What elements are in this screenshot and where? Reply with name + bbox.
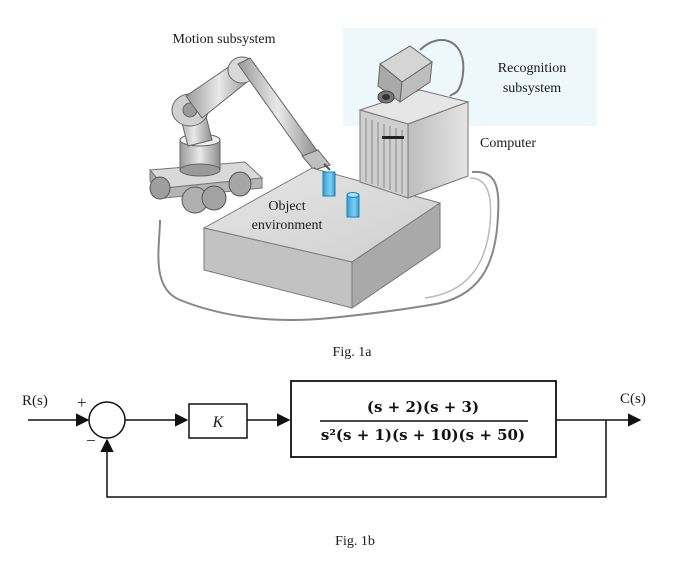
object-block-2 <box>346 194 360 218</box>
fig1b-block-diagram: R(s) + − K (s + 2)(s + 3) s²(s + 1)(s + … <box>22 380 646 549</box>
fig1b-caption: Fig. 1b <box>335 534 375 549</box>
object-block-1 <box>322 171 336 197</box>
camera <box>377 45 433 104</box>
fig1a-illustration: Motion subsystem Recognition subsystem C… <box>149 28 597 360</box>
gain-label: K <box>212 414 225 431</box>
plus-sign: + <box>77 393 87 412</box>
computer-label: Computer <box>480 136 536 151</box>
object-table <box>202 167 442 309</box>
transfer-denominator: s²(s + 1)(s + 10)(s + 50) <box>321 426 525 444</box>
output-label: C(s) <box>620 391 646 407</box>
plant-block <box>290 380 557 458</box>
cable-computer-object <box>157 170 500 321</box>
motion-subsystem-label: Motion subsystem <box>172 32 275 47</box>
object-environment-label-2: environment <box>252 218 323 233</box>
recognition-subsystem-label-1: Recognition <box>498 61 566 76</box>
transfer-numerator: (s + 2)(s + 3) <box>367 398 479 416</box>
cable-camera <box>419 39 465 97</box>
cable-computer-inner <box>424 177 492 299</box>
computer-case <box>358 89 470 199</box>
feedback-path <box>100 420 607 498</box>
object-environment-label-1: Object <box>268 199 305 214</box>
gain-block <box>188 403 248 439</box>
robot-base <box>149 133 264 214</box>
robot-arm <box>171 56 331 175</box>
fig1a-caption: Fig. 1a <box>333 345 373 360</box>
recognition-subsystem-label-2: subsystem <box>503 81 561 96</box>
minus-sign: − <box>86 431 96 450</box>
input-label: R(s) <box>22 393 48 409</box>
